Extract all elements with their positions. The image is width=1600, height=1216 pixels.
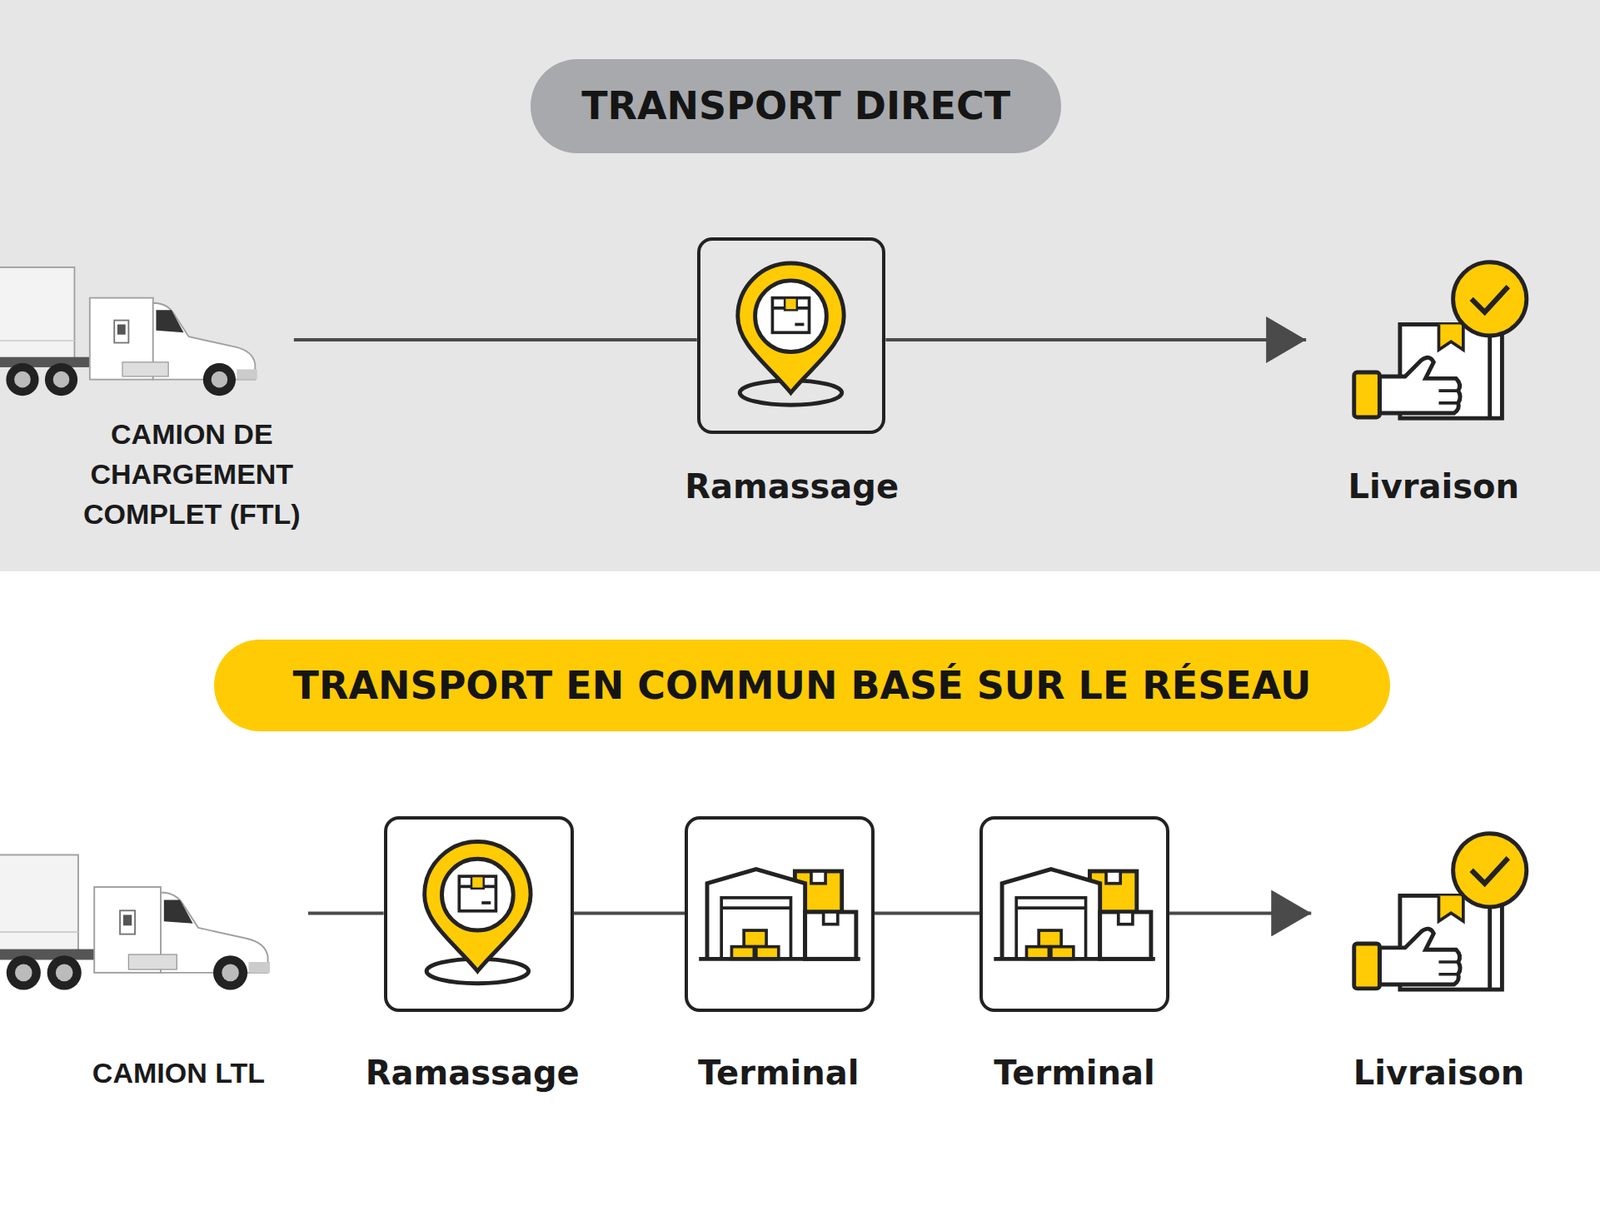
pickup-pin-icon [424, 841, 531, 983]
pickup-pin-icon [737, 263, 844, 405]
step-label: Ramassage [658, 466, 926, 507]
connector-line [308, 911, 384, 915]
node-caption: Livraison [1305, 1052, 1572, 1093]
delivery-hand-icon [1354, 262, 1527, 419]
terminal-warehouse-icon [993, 869, 1156, 960]
terminal-warehouse-icon [698, 869, 861, 960]
section-title-pill: TRANSPORT DIRECT [530, 59, 1062, 154]
section-title-pill: TRANSPORT EN COMMUN BASÉ SUR LE RÉSEAU [214, 639, 1390, 732]
node-caption: CAMION DE CHARGEMENT COMPLET (FTL) [54, 413, 329, 534]
step-icon-node: Livraison [1310, 831, 1531, 992]
step-box: Terminal [979, 816, 1170, 1012]
step-box: Ramassage [697, 237, 887, 434]
connector-arrow [1169, 911, 1311, 915]
step-box: Ramassage [383, 816, 574, 1012]
delivery-hand-icon [1354, 833, 1527, 990]
section-title: TRANSPORT DIRECT [581, 84, 1011, 128]
ftl-truck [0, 267, 258, 396]
connector-arrow [885, 338, 1306, 342]
gray-band [0, 0, 1600, 572]
section-title: TRANSPORT EN COMMUN BASÉ SUR LE RÉSEAU [293, 664, 1312, 708]
step-icon-node: Livraison [1305, 259, 1531, 422]
connector-line [573, 911, 686, 915]
step-box: Terminal [684, 816, 875, 1012]
connector-line [294, 338, 698, 342]
ltl-truck [0, 854, 270, 990]
step-icon-node: CAMION DE CHARGEMENT COMPLET (FTL) [0, 267, 295, 399]
connector-line [874, 911, 980, 915]
node-caption: Livraison [1300, 466, 1567, 507]
step-icon-node: CAMION LTL [0, 855, 309, 992]
step-label: Terminal [645, 1052, 913, 1093]
step-label: Ramassage [338, 1052, 606, 1093]
node-caption: CAMION LTL [40, 1052, 316, 1093]
step-label: Terminal [941, 1052, 1208, 1093]
